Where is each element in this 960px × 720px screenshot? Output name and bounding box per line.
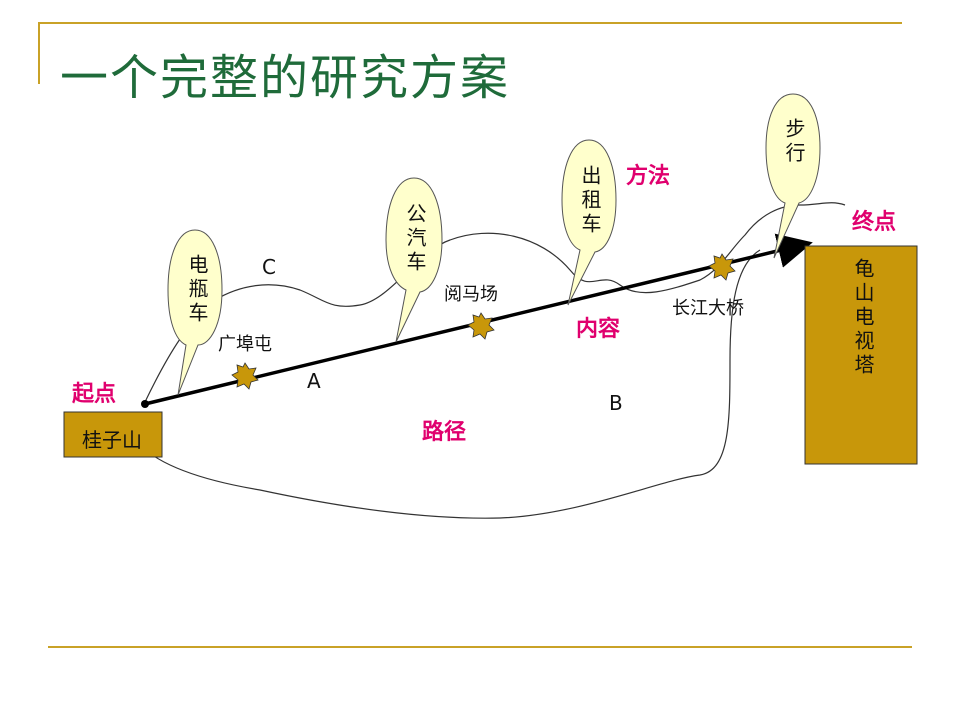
balloon-bus <box>385 177 443 343</box>
end-box <box>804 245 918 465</box>
vehicle-walk: 步行 <box>782 118 806 166</box>
method-label: 方法 <box>626 164 671 189</box>
balloon-electric-cart <box>167 229 223 396</box>
station-marker-guangbutun <box>231 362 259 390</box>
station-marker-yuemachang <box>467 312 495 340</box>
stop-guangbutun: 广埠屯 <box>218 334 272 355</box>
start-place-label: 桂子山 <box>82 428 142 452</box>
start-dot <box>141 400 149 408</box>
balloon-taxi <box>561 139 617 306</box>
route-b-curve <box>139 249 761 519</box>
content-label: 内容 <box>576 317 621 342</box>
footer-rule <box>48 646 912 648</box>
title-left-rule <box>38 22 40 84</box>
vehicle-electric-cart: 电瓶车 <box>185 254 209 326</box>
station-marker-changjiang-bridge <box>708 253 736 281</box>
vehicle-taxi: 出租车 <box>578 165 602 237</box>
route-b-label: B <box>609 391 623 415</box>
path-label: 路径 <box>422 420 467 445</box>
end-place-label: 龟山电视塔 <box>851 258 875 378</box>
route-c-label: C <box>262 255 276 279</box>
stop-changjiang-bridge: 长江大桥 <box>672 298 744 319</box>
balloon-walk <box>765 93 821 259</box>
route-a-label: A <box>307 369 321 393</box>
stop-yuemachang: 阅马场 <box>444 284 498 305</box>
title-top-rule <box>38 22 902 24</box>
start-label: 起点 <box>72 382 117 407</box>
vehicle-bus: 公汽车 <box>403 203 427 275</box>
end-label: 终点 <box>852 210 897 235</box>
route-c-curve <box>144 202 846 403</box>
slide-title: 一个完整的研究方案 <box>60 50 511 106</box>
start-box <box>63 411 163 458</box>
